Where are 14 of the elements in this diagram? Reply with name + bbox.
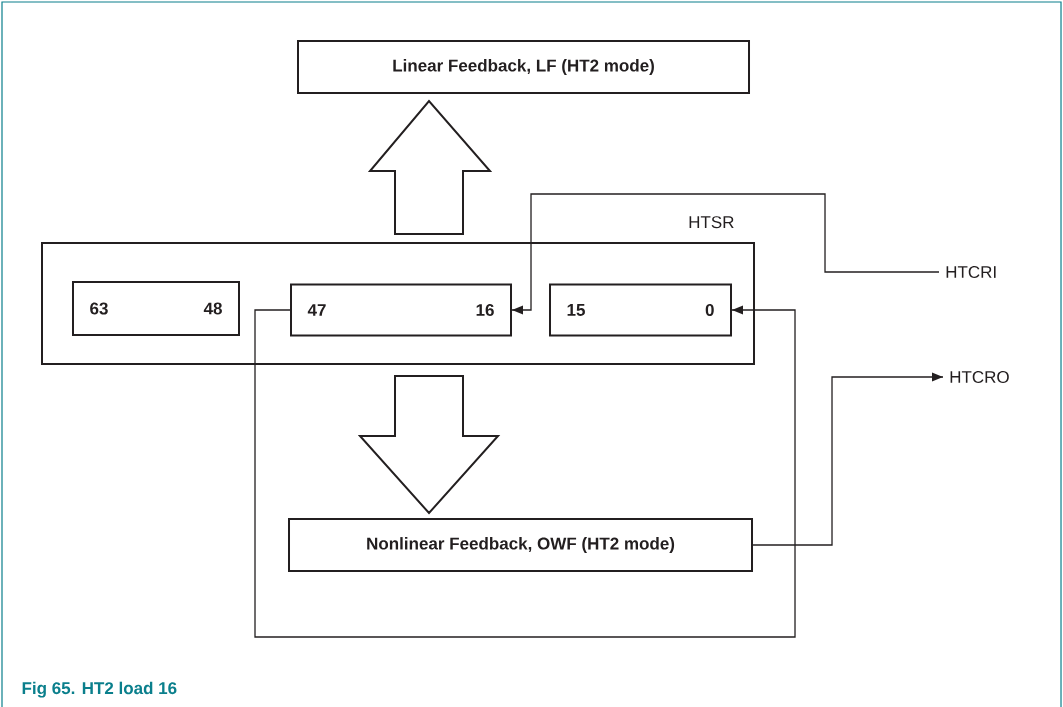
arrow (254, 305, 796, 638)
figure-caption: Fig 65. HT2 load 16 (22, 681, 177, 698)
bit-field-box: 63 48 (72, 281, 240, 336)
arrow (752, 372, 944, 546)
signal-label: HTCRI (946, 266, 996, 279)
block-arrow (357, 375, 501, 515)
signal-label: HTCRO (950, 371, 1009, 384)
register-name: HTSR (689, 216, 734, 229)
bit-field-box: 15 0 (549, 283, 732, 337)
block-arrow (367, 99, 493, 235)
arrow (511, 193, 940, 315)
process-box: Linear Feedback, LF (HT2 mode) (297, 40, 750, 94)
bit-field-box: 47 16 (290, 283, 512, 337)
process-box: Nonlinear Feedback, OWF (HT2 mode) (288, 518, 753, 572)
